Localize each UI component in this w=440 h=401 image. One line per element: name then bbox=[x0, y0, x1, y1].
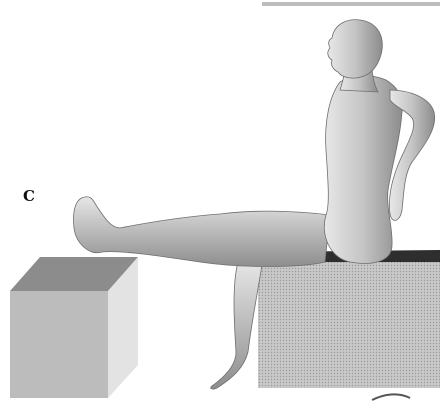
bottom-edge-curve bbox=[372, 394, 410, 400]
bench-front bbox=[258, 262, 440, 388]
extended-leg bbox=[73, 197, 330, 267]
box-front bbox=[10, 291, 108, 398]
hanging-leg bbox=[211, 262, 262, 389]
bench bbox=[258, 250, 440, 388]
head bbox=[328, 20, 382, 78]
top-border-strip bbox=[262, 2, 440, 6]
panel-label: C bbox=[23, 187, 35, 205]
torso bbox=[324, 76, 402, 264]
foot-box bbox=[10, 257, 138, 398]
